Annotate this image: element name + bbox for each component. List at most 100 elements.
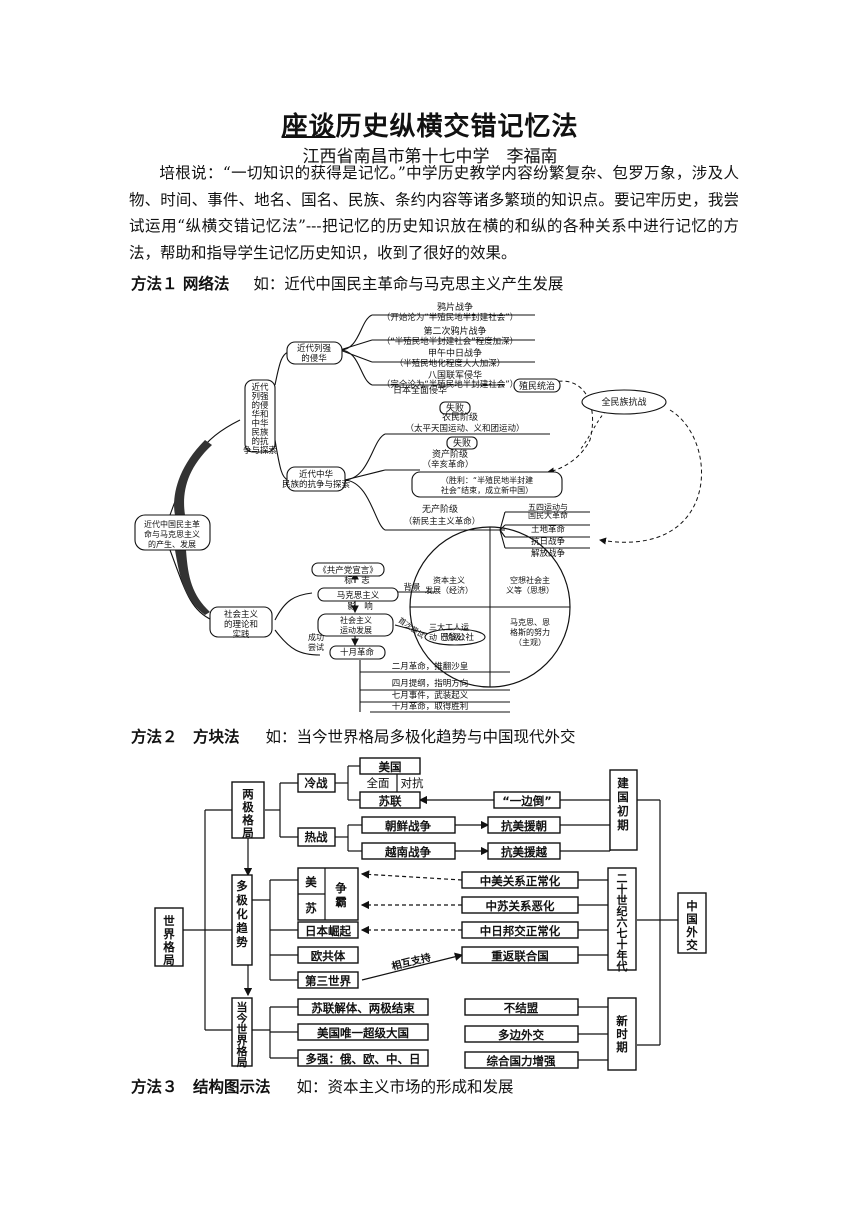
current-text: 当今世界格局 [236, 1000, 249, 1069]
influence-text: 影 响 [347, 601, 373, 612]
box-non-align [464, 998, 579, 1016]
hegemony-text: 争霸 [335, 881, 347, 909]
branch-a-text: 近代列强的侵华和中华民族的抗争与探索 [243, 382, 277, 456]
box-branch-a [244, 379, 276, 453]
box-usa [359, 757, 421, 775]
multi-powers-text: 多强：俄、欧、中、日 [306, 1052, 421, 1066]
rev2: 土地革命 [531, 524, 566, 535]
sign-text: 标 志 [344, 575, 370, 586]
marxism-text: 马克思主义 [337, 590, 380, 601]
box-branch-b [209, 606, 273, 638]
box-fail1 [439, 401, 471, 415]
aid-korea-text: 抗美援朝 [501, 819, 547, 833]
oct1: 二月革命，推翻沙皇 [392, 661, 469, 672]
box-aid-vietnam [487, 842, 561, 860]
korea-war-text: 朝鲜战争 [385, 819, 431, 833]
author-line: 江西省南昌市第十七中学 李福南 [302, 147, 558, 167]
full-text: 全面 [367, 776, 390, 790]
us-text: 美 [305, 875, 317, 889]
box-resistance [581, 389, 667, 415]
new-era-text: 新时期 [616, 1014, 628, 1054]
bipolar-text: 两极格局 [241, 787, 254, 840]
war5: 日本全面侵华 [393, 384, 447, 396]
proletariat-text: 无产阶级 [422, 503, 458, 515]
box-october [329, 645, 386, 660]
box-early [609, 769, 638, 851]
un-text: 重返联合国 [491, 949, 549, 963]
box-decade [607, 867, 637, 971]
rev3: 抗日战争 [531, 536, 566, 547]
october-text: 十月革命 [340, 647, 375, 658]
rev1: 五四运动与国民大革命 [528, 502, 568, 520]
box-us-super [297, 1023, 429, 1041]
box-vietnam-war [361, 842, 456, 860]
collapse-text: 苏联解体、两极结束 [311, 1001, 415, 1015]
war1: 鸦片战争 [437, 301, 473, 313]
mutual-text: 相互支持 [390, 950, 432, 972]
manifesto-text: 《共产党宣言》 [318, 565, 378, 576]
china-text: 中国外交 [685, 899, 698, 952]
war4: 八国联军侵华 [428, 369, 482, 381]
box-lean [493, 791, 561, 809]
cn-jp-text: 中日邦交正常化 [480, 924, 561, 938]
world-text: 世界格局 [162, 914, 175, 967]
intro-paragraph: 培根说：“一切知识的获得是记忆。”中学历史教学内容纷繁复杂、包罗万象，涉及人物、… [129, 160, 739, 266]
method3-label: 方法３ 结构图示法 [131, 1077, 271, 1096]
paris-text: 巴黎公社 [440, 632, 475, 643]
su-text: 苏 [305, 901, 317, 915]
box-victory [411, 471, 563, 498]
japan-text: 日本崛起 [305, 924, 351, 938]
eu-text: 欧共体 [311, 949, 346, 963]
early-text: 建国初期 [617, 776, 629, 832]
method3-example: 如：资本主义市场的形成和发展 [296, 1078, 514, 1096]
root-brace [174, 440, 212, 515]
root-text: 近代中国民主革命与马克思主义的产生、发展 [144, 519, 200, 549]
oct3: 七月事件，武装起义 [392, 690, 469, 701]
colonial-text: 殖民统治 [519, 380, 555, 392]
box-paris [424, 628, 486, 646]
box-cn-us [461, 871, 579, 889]
vietnam-war-text: 越南战争 [384, 845, 431, 859]
cn-su-text: 中苏关系恶化 [486, 899, 555, 913]
fail2-text: 失败 [453, 437, 471, 449]
box-cn-jp [461, 921, 579, 939]
method2-example: 如：当今世界格局多极化趋势与中国现代外交 [265, 728, 576, 746]
multilateral-text: 多边外交 [498, 1028, 544, 1042]
box-cold [297, 773, 336, 793]
aid-vietnam-text: 抗美援越 [501, 845, 547, 859]
proletariat-note: （新民主主义革命） [404, 516, 481, 527]
box-multipolar [231, 874, 253, 966]
movement-text: 社会主义运动发展 [340, 615, 372, 635]
oct4: 十月革命，取得胜利 [392, 701, 469, 712]
victory-text: （胜利：“半殖民地半封建社会”结束，成立新中国） [441, 475, 533, 495]
circle-q4: 马克思、恩格斯的努力（主观） [510, 618, 550, 647]
war2: 第二次鸦片战争 [423, 325, 486, 337]
box-ussr [359, 791, 421, 809]
method1-example: 如：近代中国民主革命与马克思主义产生发展 [253, 275, 564, 293]
circle-q1: 资本主义发展（经济） [425, 575, 473, 595]
box-cn-su [461, 896, 579, 914]
box-movement [317, 613, 394, 637]
war2-note: （“半殖民地半封建社会”程度加深） [382, 336, 518, 347]
method2-heading: 方法２ 方块法如：当今世界格局多极化趋势与中国现代外交 [131, 725, 576, 747]
box-collapse [297, 998, 429, 1016]
arc-resistance-to-revolution [599, 409, 703, 545]
title-underlined-part: 座谈 [281, 112, 336, 142]
box-aid-korea [487, 816, 561, 834]
war4-note: （完全沦为“半殖民地半封建社会”） [382, 379, 518, 390]
hot-text: 热战 [305, 830, 328, 844]
box-a1 [286, 341, 343, 365]
block-texts: 世界格局 两极格局 冷战 热战 美国 全面 对抗 苏联 “一边倒” 朝鲜战争 抗… [162, 760, 698, 1069]
ussr-text: 苏联 [379, 794, 402, 808]
method1-label: 方法１ 网络法 [131, 274, 230, 293]
bourgeois-text: 资产阶级 [432, 448, 468, 460]
box-bipolar [231, 781, 265, 839]
resistance-text: 全民族抗战 [601, 396, 646, 408]
box-new-era [607, 997, 637, 1071]
root-line-3: 的产生、发展 [148, 539, 196, 549]
peasant-text: 农民阶级 [442, 411, 478, 423]
war3: 甲午中日战争 [428, 347, 482, 359]
box-colonial [513, 378, 561, 393]
box-korea-war [361, 816, 456, 834]
box-multilateral [464, 1025, 579, 1043]
